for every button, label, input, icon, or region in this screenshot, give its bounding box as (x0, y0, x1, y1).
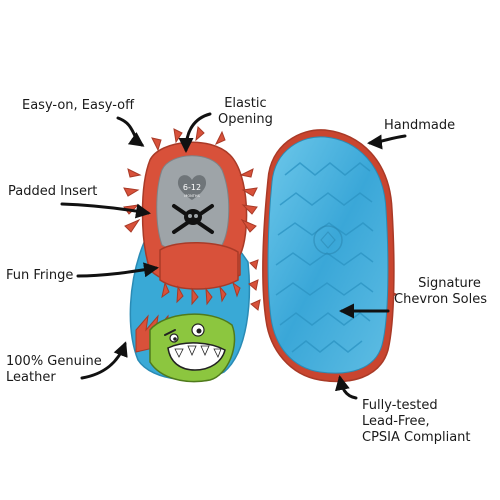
right-moccasin-sole (248, 129, 397, 383)
sole-logo-emboss (313, 225, 343, 255)
front-flap (159, 242, 239, 290)
elastic-arrow (178, 112, 212, 153)
heart-size-icon (177, 175, 207, 200)
blue-sole (267, 136, 389, 374)
left-moccasin (123, 125, 258, 383)
side-fringe (248, 259, 397, 311)
callout-signature-soles: Signature Chevron Soles (394, 276, 487, 307)
callout-genuine-leather: 100% Genuine Leather (6, 354, 102, 385)
insole-size-subtext: MONTHS (184, 194, 200, 198)
genuine-arrow (80, 341, 128, 380)
tested-arrow (335, 375, 358, 400)
gray-insole (156, 155, 230, 253)
flap-fringe (161, 281, 241, 306)
chevron-pattern (275, 162, 374, 353)
callout-elastic-opening: Elastic Opening (218, 96, 273, 127)
callout-padded-insert: Padded Insert (8, 184, 98, 199)
padded-arrow (60, 202, 151, 219)
insole-size-text: 6-12 (183, 183, 201, 192)
callout-fully-tested: Fully-tested Lead-Free, CPSIA Compliant (362, 398, 471, 445)
fringe (123, 125, 258, 233)
skull-crossbones-icon (172, 204, 214, 234)
fringe-arrow (76, 262, 159, 278)
easy-on-arrow (116, 116, 145, 147)
callout-arrows (60, 112, 407, 400)
monster-graphic (149, 313, 236, 383)
callout-handmade: Handmade (384, 118, 456, 133)
callout-fun-fringe: Fun Fringe (6, 268, 74, 283)
handmade-arrow (367, 134, 407, 150)
callout-easy-on: Easy-on, Easy-off (22, 98, 135, 113)
